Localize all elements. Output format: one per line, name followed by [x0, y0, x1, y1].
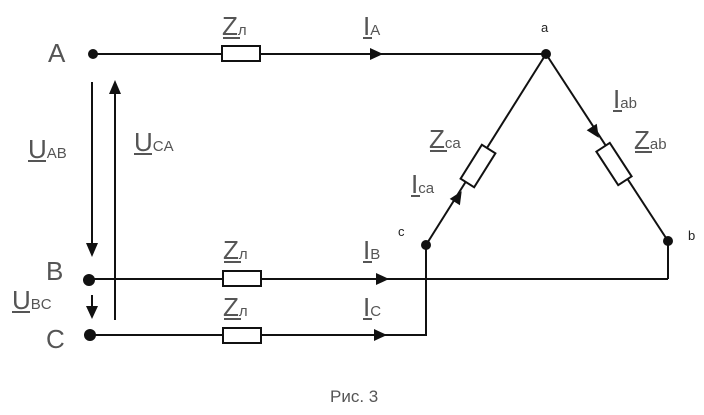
- label-current-IB: IB: [363, 235, 380, 265]
- label-current-Iab: Iab: [613, 84, 637, 114]
- node-dot-c: [421, 240, 431, 250]
- resistor-branch-ca: [459, 143, 497, 189]
- label-impedance-Zab: Zab: [634, 125, 667, 155]
- node-label-B: B: [46, 256, 63, 286]
- wire-C-to-c: [90, 245, 427, 336]
- arrow-current-IB: [376, 273, 389, 285]
- svg-text:UCA: UCA: [134, 127, 174, 157]
- label-voltage-UBC: UBC: [12, 285, 52, 315]
- voltage-arrow-UCA: [109, 80, 121, 320]
- node-dot-B: [83, 274, 95, 286]
- label-current-IC: IC: [363, 292, 381, 322]
- arrow-current-IC: [374, 329, 387, 341]
- node-label-C: C: [46, 324, 65, 354]
- arrow-current-IA: [370, 48, 383, 60]
- node-label-c: c: [398, 224, 405, 239]
- resistor-line-A: [221, 45, 261, 62]
- label-line-impedance-C: Zл: [223, 292, 248, 322]
- figure-caption: Рис. 3: [330, 387, 378, 406]
- label-line-impedance-A: Zл: [222, 11, 247, 41]
- label-current-IA: IA: [363, 11, 380, 41]
- svg-text:Zл: Zл: [223, 235, 248, 265]
- resistor-branch-ab: [594, 141, 634, 187]
- svg-text:Zab: Zab: [634, 125, 667, 155]
- label-current-Ica: Ica: [411, 169, 435, 199]
- svg-text:Zca: Zca: [429, 124, 461, 154]
- node-label-b: b: [688, 228, 695, 243]
- node-dot-a: [541, 49, 551, 59]
- label-voltage-UAB: UAB: [28, 134, 67, 164]
- label-line-impedance-B: Zл: [223, 235, 248, 265]
- svg-text:IC: IC: [363, 292, 381, 322]
- label-impedance-Zca: Zca: [429, 124, 461, 154]
- node-dot-b: [663, 236, 673, 246]
- resistor-line-C: [222, 327, 262, 344]
- wires: [90, 53, 669, 336]
- svg-text:Zл: Zл: [222, 11, 247, 41]
- node-label-a: a: [541, 20, 549, 35]
- svg-text:Iab: Iab: [613, 84, 637, 114]
- node-dot-A: [88, 49, 98, 59]
- voltage-arrow-UBC: [86, 295, 98, 319]
- svg-text:Ica: Ica: [411, 169, 435, 199]
- arrow-current-Ica: [449, 191, 462, 206]
- node-label-A: A: [48, 38, 66, 68]
- svg-text:UBC: UBC: [12, 285, 52, 315]
- node-dot-C: [84, 329, 96, 341]
- svg-text:UAB: UAB: [28, 134, 67, 164]
- svg-text:Zл: Zл: [223, 292, 248, 322]
- resistor-line-B: [222, 270, 262, 287]
- svg-text:IB: IB: [363, 235, 380, 265]
- arrow-current-Iab: [586, 123, 599, 138]
- svg-text:IA: IA: [363, 11, 380, 41]
- voltage-arrow-UAB: [86, 82, 98, 257]
- label-voltage-UCA: UCA: [134, 127, 174, 157]
